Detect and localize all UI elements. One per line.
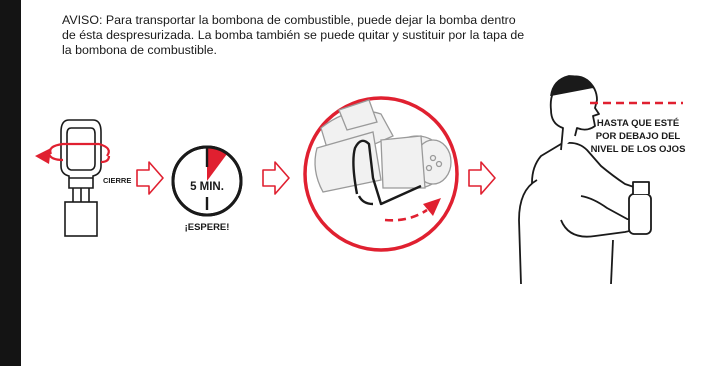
valve-knob-icon xyxy=(60,119,102,237)
valve-detail-icon xyxy=(303,96,459,252)
person-icon xyxy=(518,75,652,285)
left-edge-bar xyxy=(0,0,21,366)
eye-level-text-3: NIVEL DE LOS OJOS xyxy=(591,144,686,155)
eye-level-text-2: POR DEBAJO DEL xyxy=(596,131,681,142)
notice-line-2: de ésta despresurizada. La bomba también… xyxy=(62,28,525,42)
valve-label: CIERRE xyxy=(103,176,131,185)
arrow-right-icon xyxy=(136,161,164,195)
arrow-right-icon xyxy=(468,161,496,195)
instruction-illustration: CIERRE 5 MIN. ¡ESPERE! xyxy=(35,75,686,285)
timer-icon xyxy=(171,145,243,217)
arrow-right-icon xyxy=(262,161,290,195)
notice-line-1: AVISO: Para transportar la bombona de co… xyxy=(62,13,516,27)
timer-label: 5 MIN. xyxy=(190,181,224,193)
warning-notice: AVISO: Para transportar la bombona de co… xyxy=(62,13,662,58)
rotate-arrow-icon xyxy=(35,142,111,164)
notice-line-3: la bombona de combustible. xyxy=(62,43,217,57)
wait-label: ¡ESPERE! xyxy=(185,222,230,233)
eye-level-text-1: HASTA QUE ESTÉ xyxy=(597,118,679,129)
